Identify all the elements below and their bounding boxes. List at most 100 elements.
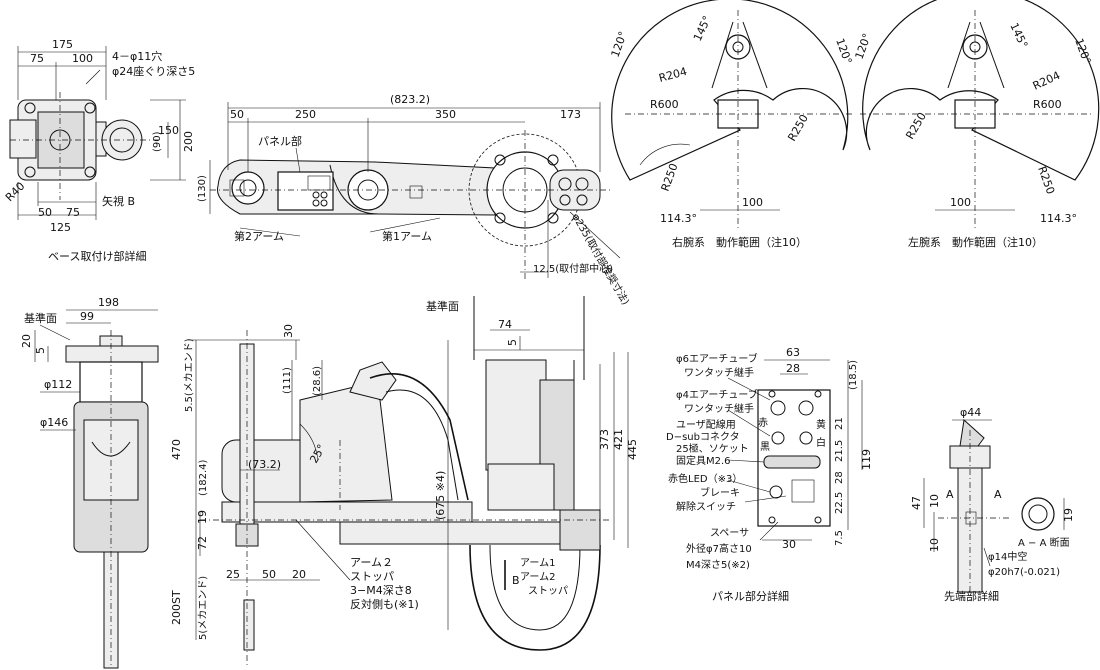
left-angle-120-left: 120° xyxy=(853,32,874,61)
panel-spacer-line3: M4深さ5(※2) xyxy=(686,559,750,571)
base-dim-90: (90) xyxy=(152,131,163,152)
side-dim-421: 421 xyxy=(612,429,625,450)
side-dim-20b: 20 xyxy=(292,568,306,581)
side-dim-675: (675 ※4) xyxy=(434,471,447,520)
side-view: 基準面 198 99 20 5 φ112 φ146 30 (111) (28.6… xyxy=(20,296,639,669)
side-dim-72: 72 xyxy=(196,536,209,550)
tip-caption: 先端部詳細 xyxy=(944,589,999,603)
tip-detail: φ44 A A A − A 断面 47 10 10 19 φ14中空 φ20h7… xyxy=(910,406,1075,603)
panel-color-yellow: 黄 xyxy=(816,418,826,431)
base-dim-125: 125 xyxy=(50,221,71,234)
top-mount-dia: φ235(取付部推奨寸法) xyxy=(569,211,632,307)
tip-dim-47: 47 xyxy=(910,496,923,510)
right-r600: R600 xyxy=(650,98,679,111)
base-note-holes: 4－φ11穴 xyxy=(112,49,162,63)
side-dim-phi146: φ146 xyxy=(40,416,68,429)
side-stopper-2: ストッパ xyxy=(528,585,568,597)
panel-air6-line2: ワンタッチ継手 xyxy=(684,366,754,379)
side-dim-19: 19 xyxy=(196,510,209,524)
tip-section-label: A − A 断面 xyxy=(1018,536,1070,549)
right-r250-a: R250 xyxy=(785,112,811,143)
left-range-caption: 左腕系 動作範囲（注10） xyxy=(908,235,1043,249)
tip-dim-10: 10 xyxy=(928,494,941,508)
panel-dim-30: 30 xyxy=(782,538,796,551)
right-arm-range: 120° 145° 120° R204 R600 R250 R250 114.3… xyxy=(609,0,855,249)
top-panel-label: パネル部 xyxy=(258,134,302,148)
left-dim-100: 100 xyxy=(950,196,971,209)
side-arm2-label: アーム2 xyxy=(520,571,555,583)
side-b-label: B xyxy=(512,574,520,587)
side-stroke-200st: 200ST xyxy=(170,590,183,625)
panel-dim-63: 63 xyxy=(786,346,800,359)
top-dim-130: (130) xyxy=(197,175,208,202)
side-ref-plane-2: 基準面 xyxy=(426,299,459,313)
side-dim-111: (111) xyxy=(282,367,293,394)
side-ref-plane: 基準面 xyxy=(24,311,57,325)
side-arm2-stopper: アーム２ xyxy=(350,556,393,569)
side-dim-74: 74 xyxy=(498,318,512,331)
right-angle-114: 114.3° xyxy=(660,212,697,225)
panel-dim-7-5: 7.5 xyxy=(834,530,845,546)
base-dim-75: 75 xyxy=(30,52,44,65)
side-dim-5b: 5 xyxy=(506,339,519,346)
side-m4-note: 3−M4深さ8 xyxy=(350,584,412,597)
panel-dim-28b: 28 xyxy=(834,471,845,484)
side-dim-5: 5 xyxy=(34,347,47,354)
panel-dim-119: 119 xyxy=(860,449,873,470)
side-dim-30: 30 xyxy=(282,324,295,338)
left-r250-a: R250 xyxy=(903,110,929,141)
panel-air6-line1: φ6エアーチューブ xyxy=(676,352,758,365)
right-angle-120-left: 120° xyxy=(609,30,630,59)
panel-color-white: 白 xyxy=(816,436,826,449)
side-dim-445: 445 xyxy=(626,439,639,460)
panel-dim-28: 28 xyxy=(786,362,800,375)
panel-air4-line2: ワンタッチ継手 xyxy=(684,402,754,415)
tip-fit-label: φ20h7(-0.021) xyxy=(988,567,1060,578)
top-dim-50: 50 xyxy=(230,108,244,121)
side-mecha-end-2: 5(メカエンド) xyxy=(197,576,209,640)
tip-section-a-left: A xyxy=(946,488,954,501)
top-dim-350: 350 xyxy=(435,108,456,121)
side-dim-28-6: (28.6) xyxy=(312,366,323,396)
base-dim-100: 100 xyxy=(72,52,93,65)
side-arm1-label: アーム1 xyxy=(520,557,555,569)
panel-dim-21: 21 xyxy=(834,417,845,430)
top-dim-823: (823.2) xyxy=(390,93,430,106)
base-caption: ベース取付け部詳細 xyxy=(48,249,146,263)
side-opposite-note: 反対側も(※1) xyxy=(350,597,419,611)
panel-spacer-line2: 外径φ7高さ10 xyxy=(686,542,752,555)
right-angle-120-right: 120° xyxy=(833,37,854,66)
base-dim-175: 175 xyxy=(52,38,73,51)
panel-color-red: 赤 xyxy=(758,417,768,429)
right-r250-b: R250 xyxy=(659,162,681,193)
top-dim-250: 250 xyxy=(295,108,316,121)
side-stopper-1: ストッパ xyxy=(350,570,394,583)
left-arm-range: 120° 145° 120° R204 R600 R250 R250 114.3… xyxy=(853,0,1100,249)
side-dim-470: 470 xyxy=(170,439,183,460)
base-view-b-label: 矢視 B xyxy=(102,194,135,208)
panel-dsub-line1: ユーザ配線用 xyxy=(676,418,736,431)
panel-caption: パネル部分詳細 xyxy=(712,589,789,603)
side-dim-20: 20 xyxy=(20,334,33,348)
tip-dim-19: 19 xyxy=(1062,508,1075,522)
side-dim-50: 50 xyxy=(262,568,276,581)
top-arm1-label: 第1アーム xyxy=(382,229,432,243)
tip-dim-phi44: φ44 xyxy=(960,406,981,419)
panel-dim-22-5: 22.5 xyxy=(834,492,845,514)
panel-dsub-line2: D−subコネクタ xyxy=(666,431,740,443)
panel-brake-line2: 解除スイッチ xyxy=(676,500,736,513)
base-radius-r40: R40 xyxy=(3,180,27,204)
panel-dim-18-5: (18.5) xyxy=(848,360,859,390)
panel-detail: 63 28 (18.5) φ6エアーチューブ ワンタッチ継手 φ4エアーチューブ… xyxy=(666,346,873,603)
panel-led-label: 赤色LED（※3） xyxy=(668,472,742,485)
panel-color-black: 黒 xyxy=(760,441,770,453)
panel-spacer-line1: スペーサ xyxy=(710,527,749,539)
tip-hollow-label: φ14中空 xyxy=(988,550,1027,563)
right-dim-100: 100 xyxy=(742,196,763,209)
top-dim-12-5: 12.5(取付部中心) xyxy=(533,262,613,275)
base-dim-75b: 75 xyxy=(66,206,80,219)
base-dim-50: 50 xyxy=(38,206,52,219)
base-note-counterbore: φ24座ぐり深さ5 xyxy=(112,64,195,78)
base-mounting-detail: 175 75 100 4－φ11穴 φ24座ぐり深さ5 (90) 150 200… xyxy=(3,38,195,263)
top-arm2-label: 第2アーム xyxy=(234,229,284,243)
